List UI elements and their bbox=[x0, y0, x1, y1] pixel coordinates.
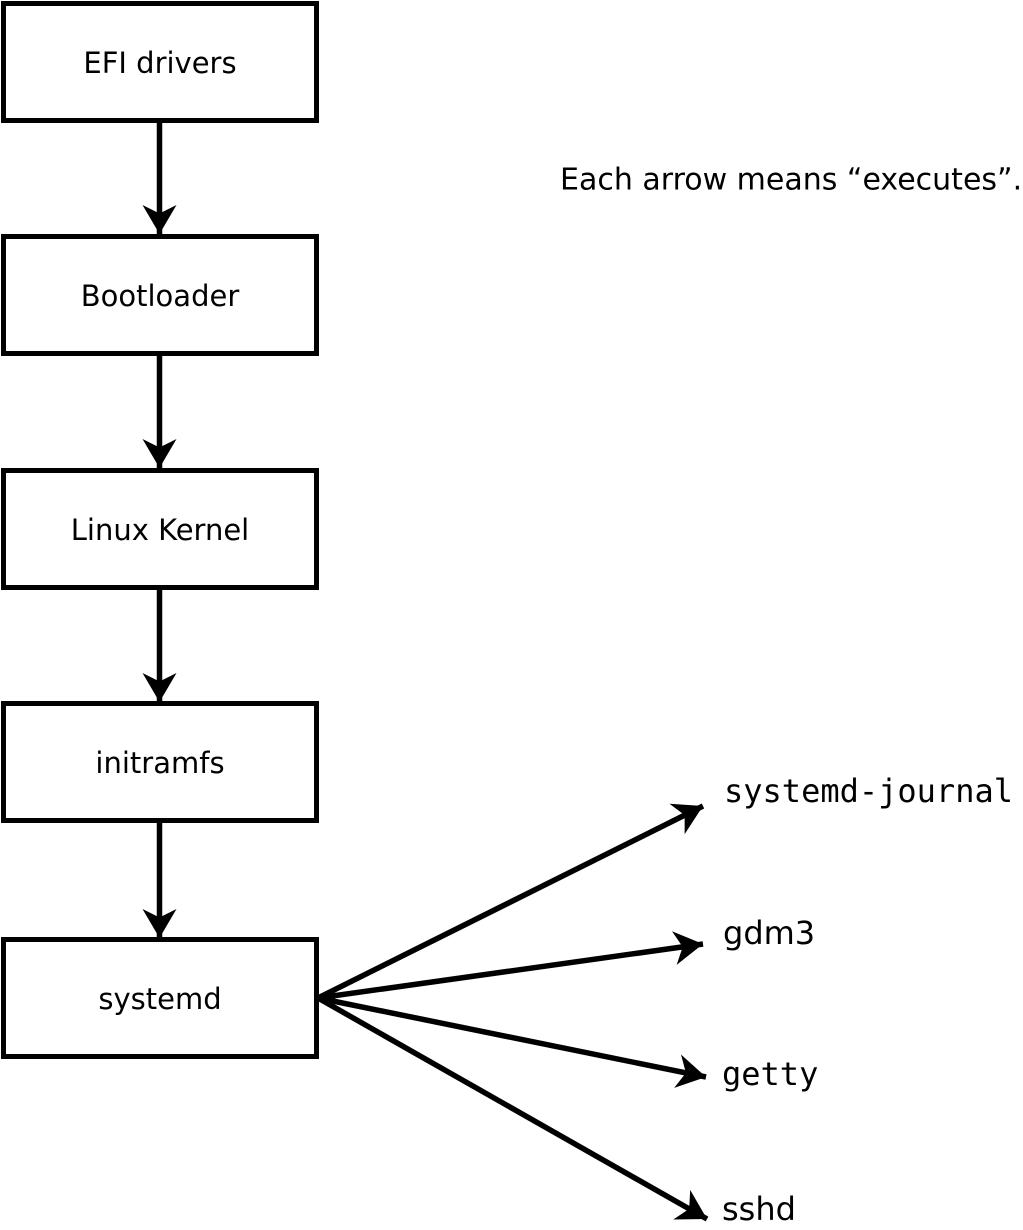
node-efi-drivers-box bbox=[1, 1, 319, 123]
arrow-systemd-to-getty bbox=[317, 995, 707, 1088]
node-initramfs-box bbox=[1, 701, 319, 823]
process-label-getty: getty bbox=[722, 1055, 818, 1093]
arrow-systemd-to-systemd-journal bbox=[316, 803, 705, 1001]
process-label-systemd-journal: systemd-journal bbox=[724, 772, 1013, 810]
node-systemd: systemd bbox=[1, 937, 319, 1059]
node-linux-kernel: Linux Kernel bbox=[1, 468, 319, 590]
arrow-meaning-note: Each arrow means “executes”. bbox=[560, 163, 1022, 198]
node-systemd-label: systemd bbox=[98, 982, 221, 1016]
arrow-systemd-to-sshd bbox=[316, 995, 709, 1222]
node-bootloader-label: Bootloader bbox=[81, 279, 240, 313]
node-bootloader: Bootloader bbox=[1, 234, 319, 356]
node-systemd-box bbox=[1, 937, 319, 1059]
node-initramfs: initramfs bbox=[1, 701, 319, 823]
arrow-systemd-to-gdm3 bbox=[317, 931, 704, 1001]
process-label-gdm3: gdm3 bbox=[723, 914, 815, 952]
node-linux-kernel-box bbox=[1, 468, 319, 590]
node-initramfs-label: initramfs bbox=[95, 746, 224, 780]
node-bootloader-box bbox=[1, 234, 319, 356]
node-linux-kernel-label: Linux Kernel bbox=[71, 513, 249, 547]
node-efi-drivers: EFI drivers bbox=[1, 1, 319, 123]
node-efi-drivers-label: EFI drivers bbox=[83, 46, 236, 80]
process-label-sshd: sshd bbox=[722, 1190, 796, 1228]
